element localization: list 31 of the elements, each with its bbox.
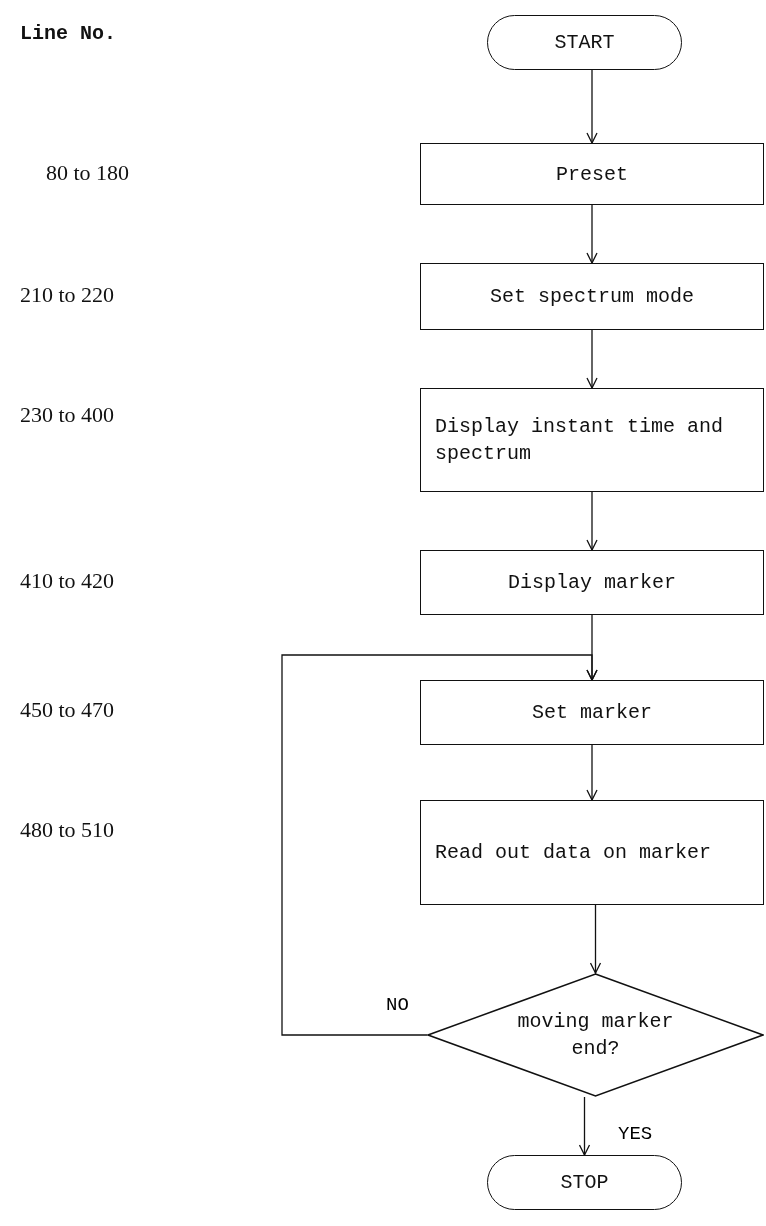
node-text: STOP — [559, 1170, 610, 1196]
process-box — [420, 550, 764, 615]
arrow — [578, 1096, 591, 1156]
process-box — [420, 800, 764, 905]
line-number-range: 80 to 180 — [46, 160, 130, 186]
decision-diamond — [427, 973, 764, 1097]
process-box — [420, 388, 764, 492]
process-box — [420, 143, 764, 205]
arrow — [281, 654, 598, 1036]
arrow — [586, 204, 598, 264]
arrow — [589, 904, 602, 974]
node-text: Set spectrum mode — [488, 284, 695, 310]
node-text: START — [553, 30, 616, 56]
node-text: Set marker — [531, 700, 653, 726]
node-text: Display instant time and spectrum — [434, 414, 725, 467]
column-heading: Line No. — [20, 22, 116, 45]
arrow — [586, 69, 598, 144]
line-number-range: 450 to 470 — [20, 697, 115, 723]
node-text: moving marker end? — [516, 1009, 675, 1062]
line-number-range: 210 to 220 — [20, 282, 115, 308]
line-number-range: 230 to 400 — [20, 402, 115, 428]
arrow — [586, 491, 598, 551]
arrow — [586, 744, 598, 801]
process-box — [420, 680, 764, 745]
node-text: Read out data on marker — [434, 840, 713, 866]
node-text: Display marker — [507, 570, 677, 596]
line-number-range: 410 to 420 — [20, 568, 115, 594]
process-box — [420, 263, 764, 330]
line-number-range: 480 to 510 — [20, 817, 115, 843]
node-text: Preset — [555, 161, 629, 188]
arrow — [586, 329, 598, 389]
